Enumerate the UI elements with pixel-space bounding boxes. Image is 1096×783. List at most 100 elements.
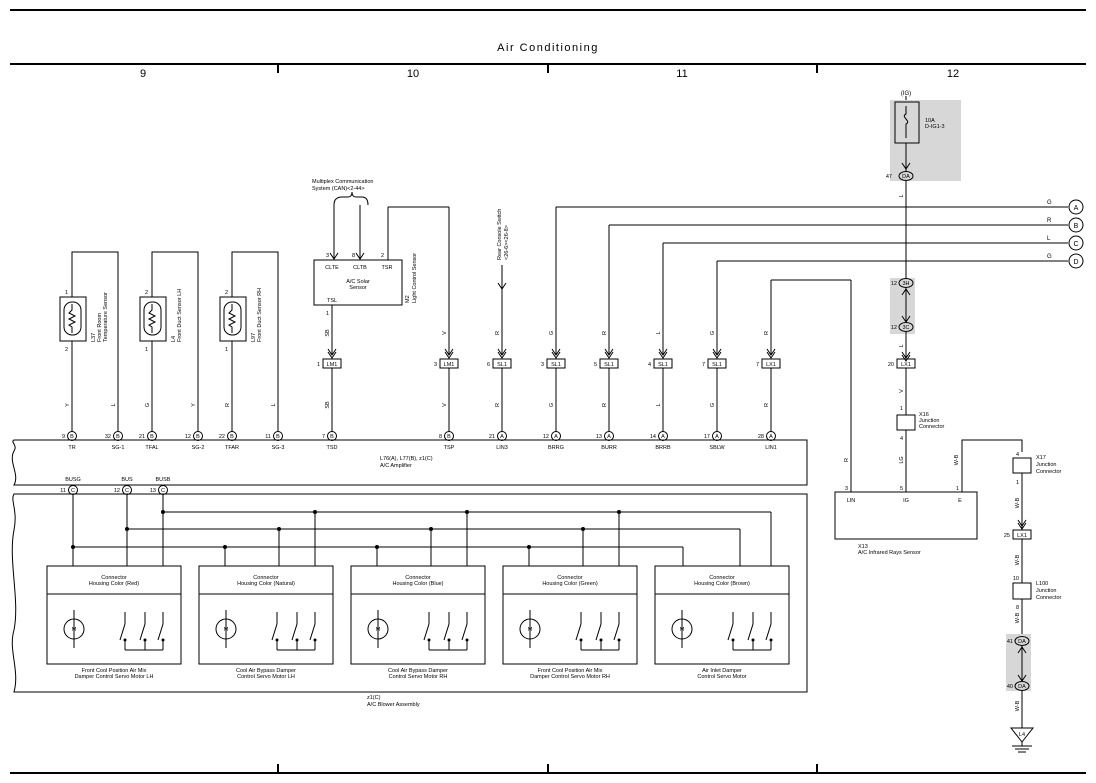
servo-motor-box xyxy=(350,565,486,665)
wire-color: V xyxy=(442,403,448,407)
pin-num: 20 xyxy=(888,362,894,368)
pin-num: 8 xyxy=(352,253,355,259)
component-name: Front Duct Sensor LH xyxy=(177,289,183,342)
pin-num: 12 xyxy=(891,325,897,331)
amp-pin xyxy=(712,431,722,441)
amp-pin xyxy=(147,431,157,441)
motor-name: Air Inlet Damper xyxy=(702,668,742,674)
conn-label: DA xyxy=(1018,639,1026,645)
amp-pin-letter: B xyxy=(196,434,200,440)
wire-color: SB xyxy=(325,329,331,337)
pin-num: 4 xyxy=(648,362,651,368)
amp-pin xyxy=(67,431,77,441)
motor-name: Cool Air Bypass Damper xyxy=(388,668,448,674)
component-code: L97 xyxy=(251,333,257,342)
wire-color: R xyxy=(602,403,608,407)
multiplex-label: System (CAN)<2-44> xyxy=(312,186,365,192)
blower-assembly-box xyxy=(11,493,808,693)
amp-pin-label: TSP xyxy=(444,445,455,451)
wire-color: L xyxy=(656,331,662,334)
amp-pin xyxy=(766,431,776,441)
switch-label: <26-6><26-8> xyxy=(504,225,510,260)
ref-label: C xyxy=(1073,241,1078,248)
fuse-pin: 47 xyxy=(886,174,892,180)
motor-icon xyxy=(215,618,237,640)
multiplex-label: Multiplex Communication xyxy=(312,179,373,185)
bus-pin xyxy=(122,485,132,495)
amp-pin-label: TFAL xyxy=(145,445,158,451)
offpage-ref-d[interactable]: D xyxy=(1068,253,1084,269)
junction-dot xyxy=(581,527,585,531)
pin-label: TSR xyxy=(382,265,393,271)
pin-num: 9 xyxy=(62,434,65,440)
wire-color: L xyxy=(899,194,905,197)
amp-pin-letter: B xyxy=(330,434,334,440)
wire-color: L xyxy=(899,344,905,347)
offpage-ref-c[interactable]: C xyxy=(1068,235,1084,251)
wire-color: Y xyxy=(65,403,71,407)
pin-num: 1 xyxy=(956,486,959,492)
pin-num: 1 xyxy=(317,362,320,368)
fuse-conn-label: DA xyxy=(902,174,910,180)
fuse-shade xyxy=(890,100,961,181)
component-name: Temperature Sensor xyxy=(103,292,109,342)
amp-pin xyxy=(193,431,203,441)
pin-num: 11 xyxy=(60,488,66,494)
pin-num: 8 xyxy=(1016,605,1019,611)
ref-label: B xyxy=(1074,223,1079,230)
pin-num: 4 xyxy=(1016,452,1019,458)
conn-label: DA xyxy=(1018,684,1026,690)
connector-label: Connector xyxy=(253,575,279,581)
housing-color: Housing Color (Green) xyxy=(542,581,597,587)
component-name: Front Room xyxy=(97,313,103,342)
pin-label: IG xyxy=(903,498,909,504)
sensor-l4 xyxy=(139,296,167,342)
pin-num: 12 xyxy=(891,281,897,287)
component-code: L4 xyxy=(171,336,177,342)
pin-num: 32 xyxy=(105,434,111,440)
pin-num: 14 xyxy=(650,434,656,440)
junction-dot xyxy=(71,545,75,549)
pin-num: 7 xyxy=(702,362,705,368)
junction-dot xyxy=(313,510,317,514)
amp-pin-label: SG-2 xyxy=(192,445,205,451)
component-code: L37 xyxy=(91,333,97,342)
offpage-ref-b[interactable]: B xyxy=(1068,217,1084,233)
pin-num: 1 xyxy=(65,290,68,296)
pin-num: 41 xyxy=(1007,639,1013,645)
pin-num: 1 xyxy=(1016,480,1019,486)
pin-num: 1 xyxy=(326,311,329,317)
amp-pin-label: LIN1 xyxy=(765,445,777,451)
connector-label: Connector xyxy=(405,575,431,581)
motor-icon xyxy=(519,618,541,640)
component-name: A/C Solar xyxy=(346,279,370,285)
amp-pin-label: LIN3 xyxy=(496,445,508,451)
junction-shade xyxy=(1006,634,1031,691)
pin-num: 12 xyxy=(114,488,120,494)
junction-dot xyxy=(465,510,469,514)
amp-pin-letter: A xyxy=(715,434,719,440)
motor-symbol: M xyxy=(528,627,533,633)
sensor-l37 xyxy=(59,296,87,342)
wire-color: W-B xyxy=(1015,497,1021,508)
amp-pin-label: BRRB xyxy=(655,445,671,451)
component-name: A/C Blower Assembly xyxy=(367,702,420,708)
wire-color: SB xyxy=(325,401,331,409)
offpage-ref-a[interactable]: A xyxy=(1068,199,1084,215)
junction-dot xyxy=(223,545,227,549)
amp-pin-letter: B xyxy=(230,434,234,440)
motor-icon xyxy=(63,618,85,640)
amp-pin xyxy=(497,431,507,441)
column-number: 9 xyxy=(140,68,146,80)
pin-label: CLTB xyxy=(353,265,367,271)
pin-num: 10 xyxy=(1013,576,1019,582)
pin-num: 12 xyxy=(543,434,549,440)
motor-name: Damper Control Servo Motor LH xyxy=(75,674,154,680)
conn-label: LX1 xyxy=(766,362,776,368)
wire-color: W-B xyxy=(954,454,960,465)
conn-label: LM1 xyxy=(444,362,455,368)
pin-num: 11 xyxy=(265,434,271,440)
component-code: X16 xyxy=(919,412,929,418)
bus-pin-letter: C xyxy=(71,488,75,494)
